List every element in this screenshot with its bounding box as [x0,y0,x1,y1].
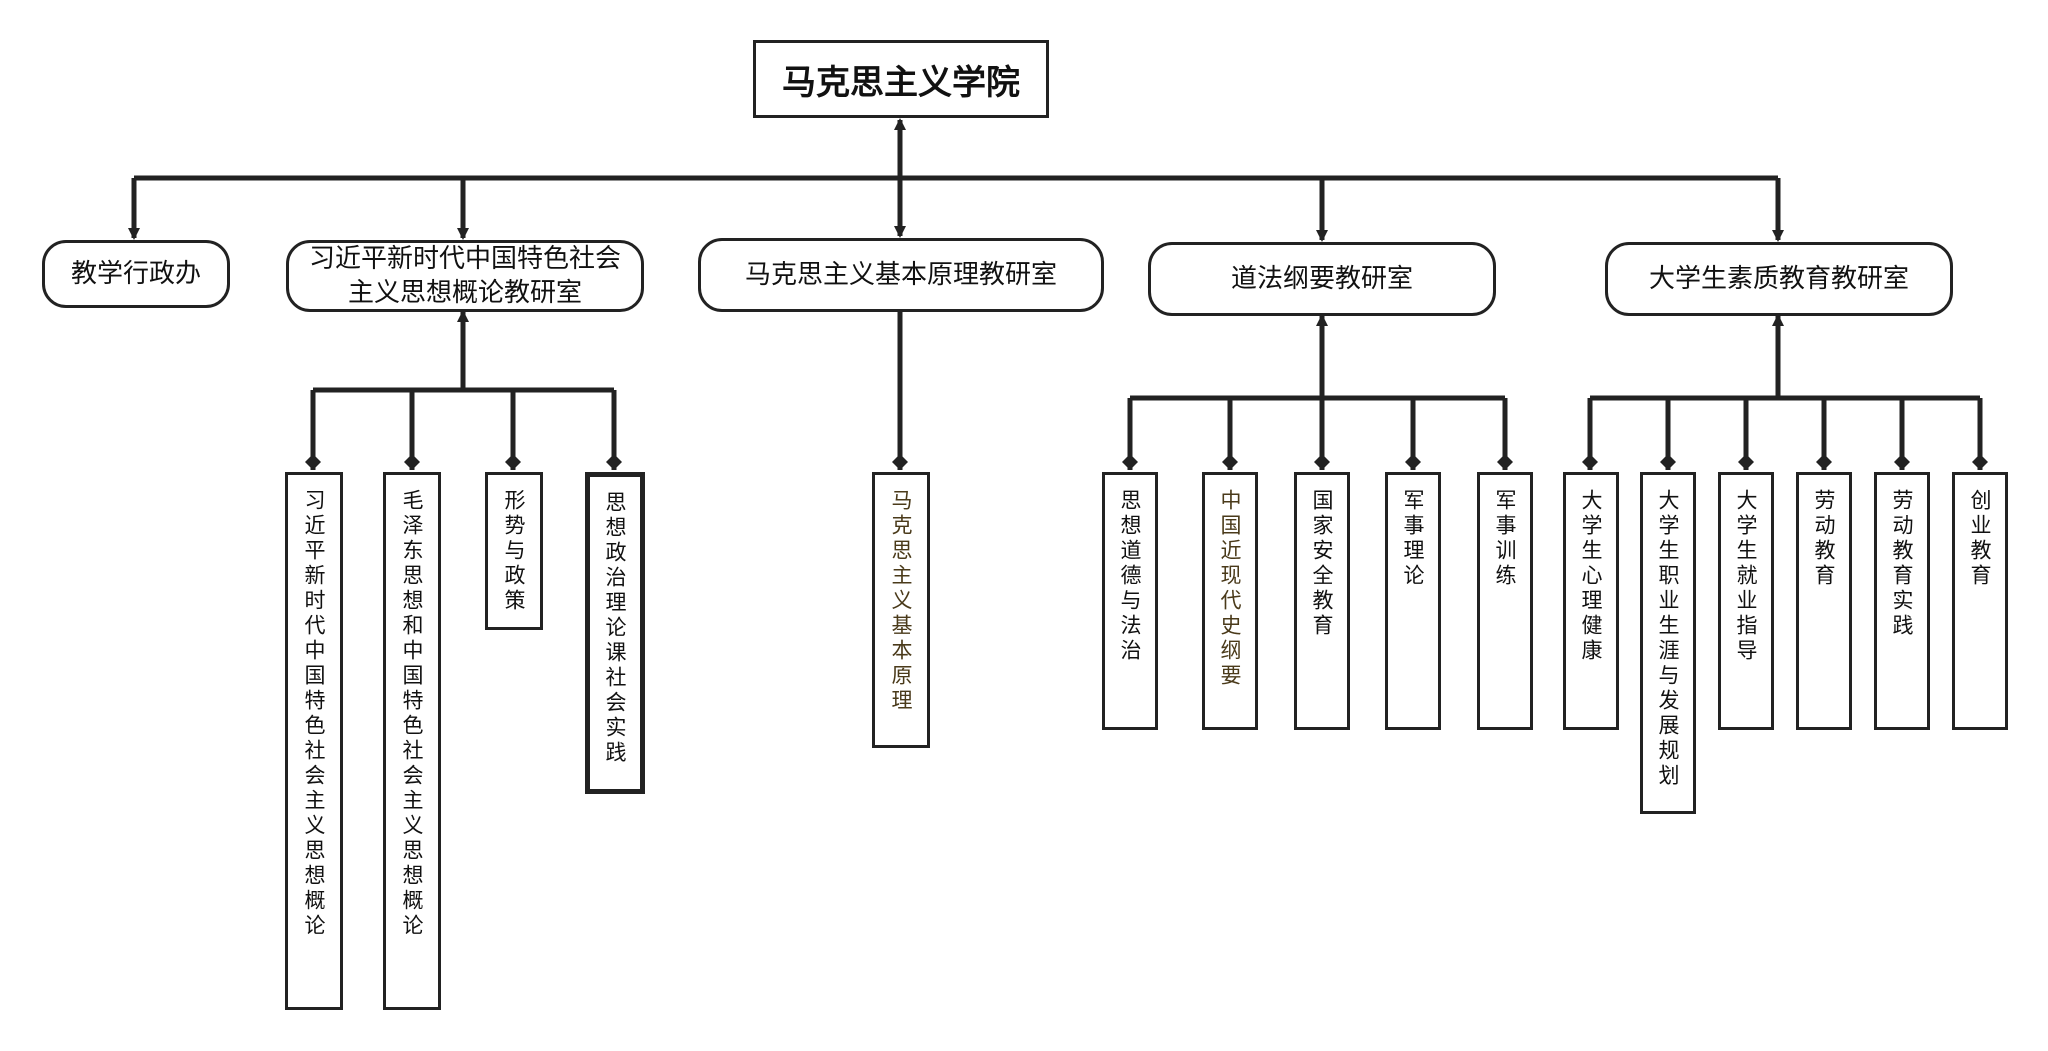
course-box: 大学生就业指导 [1718,472,1774,730]
course-box: 思想道德与法治 [1102,472,1158,730]
course-label: 军事训练 [1493,489,1517,589]
dept-quality-education: 大学生素质教育教研室 [1605,242,1953,316]
course-label: 大学生职业生涯与发展规划 [1656,489,1680,789]
course-box: 军事理论 [1385,472,1441,730]
course-label: 军事理论 [1401,489,1425,589]
dept-label: 马克思主义基本原理教研室 [744,260,1057,290]
course-label: 劳动教育实践 [1890,489,1914,639]
dept-xi-thought: 习近平新时代中国特色社会主义思想概论教研室 [286,240,644,312]
dept-label: 习近平新时代中国特色社会主义思想概论教研室 [308,244,621,308]
course-box: 大学生职业生涯与发展规划 [1640,472,1696,814]
course-label: 劳动教育 [1812,489,1836,589]
course-box: 思想政治理论课社会实践 [585,472,645,794]
course-label: 大学生心理健康 [1579,489,1603,664]
course-label: 思想道德与法治 [1118,489,1142,664]
course-box: 大学生心理健康 [1563,472,1619,730]
course-label: 思想政治理论课社会实践 [603,491,627,766]
course-box: 劳动教育实践 [1874,472,1930,730]
root-node: 马克思主义学院 [753,40,1049,118]
course-box: 形势与政策 [485,472,543,630]
dept-label: 教学行政办 [70,259,201,289]
course-box: 习近平新时代中国特色社会主义思想概论 [285,472,343,1010]
course-label: 创业教育 [1968,489,1992,589]
dept-marxism-basics: 马克思主义基本原理教研室 [698,238,1104,312]
course-box: 国家安全教育 [1294,472,1350,730]
course-box: 劳动教育 [1796,472,1852,730]
dept-admin-office: 教学行政办 [42,240,230,308]
dept-label: 大学生素质教育教研室 [1648,264,1909,294]
course-label: 大学生就业指导 [1734,489,1758,664]
course-label: 马克思主义基本原理 [889,489,913,714]
course-box: 军事训练 [1477,472,1533,730]
course-label: 中国近现代史纲要 [1218,489,1242,689]
course-label: 毛泽东思想和中国特色社会主义思想概论 [400,489,424,939]
root-label: 马克思主义学院 [782,62,1020,103]
dept-label: 道法纲要教研室 [1230,264,1413,294]
dept-ethics-history: 道法纲要教研室 [1148,242,1496,316]
course-box: 毛泽东思想和中国特色社会主义思想概论 [383,472,441,1010]
course-label: 习近平新时代中国特色社会主义思想概论 [302,489,326,939]
course-box: 马克思主义基本原理 [872,472,930,748]
course-label: 形势与政策 [502,489,526,614]
course-box: 中国近现代史纲要 [1202,472,1258,730]
course-box: 创业教育 [1952,472,2008,730]
course-label: 国家安全教育 [1310,489,1334,639]
